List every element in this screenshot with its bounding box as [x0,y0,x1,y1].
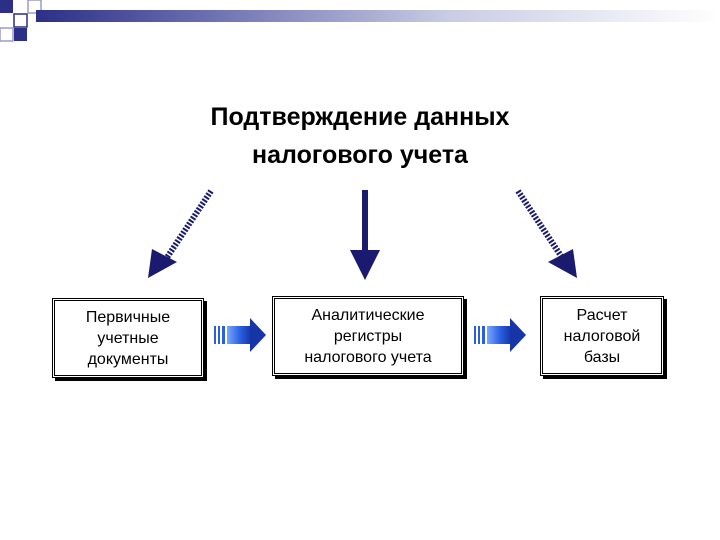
box-analytical-registers-line-2: регистры [333,327,403,345]
box-tax-base-calculation-line-1: Расчет [576,306,628,324]
box-primary-documents-line-3: документы [87,350,169,368]
arrow-down-center [350,190,380,280]
box-analytical-registers-line-1: Аналитические [311,306,425,324]
arrow-right-1 [214,318,266,352]
arrow-right-2 [474,318,526,352]
box-analytical-registers-line-3: налогового учета [304,348,432,366]
arrow-down-right [515,189,577,278]
box-tax-base-calculation-line-3: базы [583,348,621,366]
decorative-gradient-bar [36,10,720,22]
box-analytical-registers: Аналитические регистры налогового учета [272,296,464,376]
diagram-title: Подтверждение данных налогового учета [120,98,600,174]
box-primary-documents-line-2: учетные [97,329,159,347]
title-line-2: налогового учета [252,141,468,169]
box-primary-documents: Первичные учетные документы [52,298,204,378]
title-line-1: Подтверждение данных [210,103,510,131]
decorative-squares [0,0,42,42]
arrow-down-left [148,189,214,278]
box-tax-base-calculation-line-2: налоговой [563,327,641,345]
box-tax-base-calculation: Расчет налоговой базы [540,296,664,376]
box-primary-documents-line-1: Первичные [85,308,171,326]
